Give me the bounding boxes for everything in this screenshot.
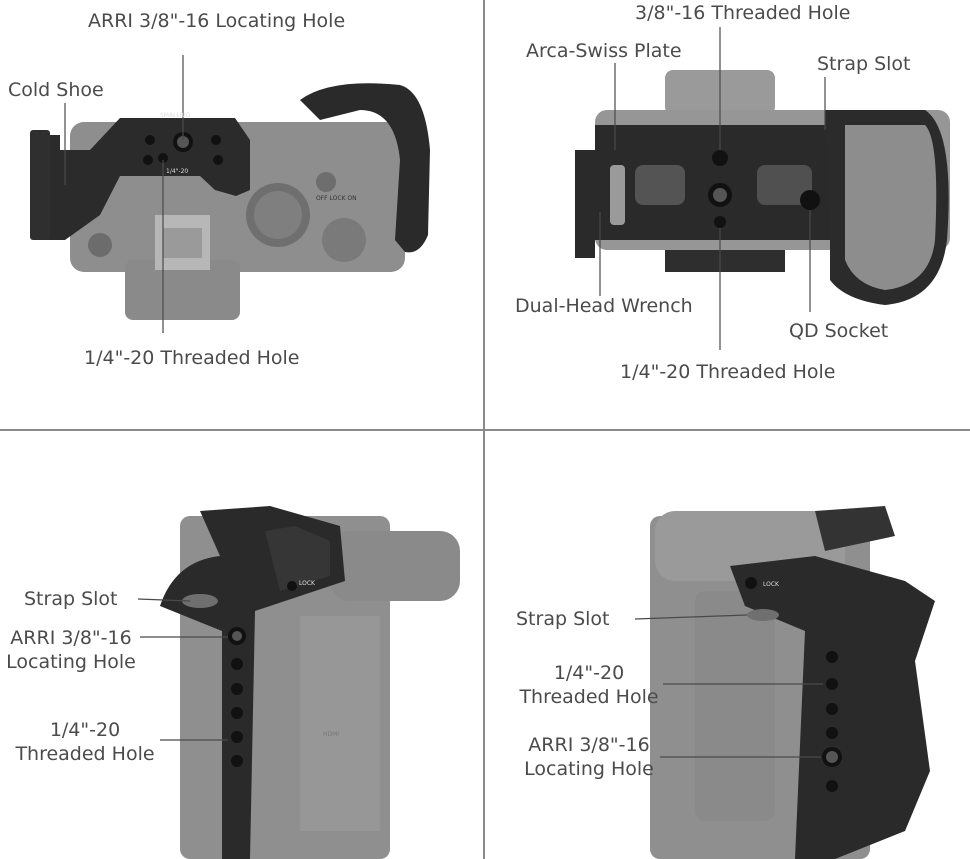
brand-engraving: SMALLRIG: [160, 112, 191, 119]
horizontal-divider: [0, 429, 970, 431]
strap-slot: [747, 609, 779, 621]
cold-shoe-side: [30, 130, 50, 240]
top-right-panel: 3/8"-16 Threaded Hole Arca-Swiss Plate S…: [485, 0, 970, 429]
lock-engraving: LOCK: [299, 580, 315, 587]
bottom-view-illustration: [575, 27, 950, 350]
top-left-panel: ARRI 3/8"-16 Locating Hole Cold Shoe 1/4…: [0, 0, 483, 429]
arri-locating-hole-label: ARRI 3/8"-16 Locating Hole: [6, 626, 136, 674]
strap-slot-label: Strap Slot: [24, 588, 118, 610]
lock-switch-engraving: OFF LOCK ON: [316, 195, 357, 202]
arri-locating-hole-label: ARRI 3/8"-16 Locating Hole: [88, 10, 346, 32]
top-view-illustration: [30, 55, 430, 333]
hdmi-engraving: HDMI: [323, 731, 340, 738]
arri-line2: Locating Hole: [524, 758, 654, 780]
threaded-hole-14-label: 1/4"-20 Threaded Hole: [620, 361, 836, 383]
threaded-hole-label: 1/4"-20 Threaded Hole: [519, 661, 659, 709]
arri-locating-hole-label: ARRI 3/8"-16 Locating Hole: [519, 733, 659, 781]
threaded-hole-label: 1/4"-20 Threaded Hole: [14, 718, 156, 766]
threaded-line1: 1/4"-20: [49, 719, 121, 741]
thread-engraving: 1/4"-20: [166, 168, 189, 175]
qd-socket-label: QD Socket: [789, 320, 889, 342]
left-side-illustration: [137, 506, 460, 859]
dual-head-wrench: [610, 165, 625, 225]
strap-slot-label: Strap Slot: [516, 608, 610, 630]
threaded-line2: Threaded Hole: [519, 686, 659, 708]
threaded-hole-38: [712, 150, 728, 166]
dual-head-wrench-label: Dual-Head Wrench: [515, 295, 693, 317]
bottom-left-panel: Strap Slot ARRI 3/8"-16 Locating Hole 1/…: [0, 431, 483, 859]
threaded-hole-14: [714, 216, 726, 228]
cage-handle: [300, 83, 430, 253]
cold-shoe-label: Cold Shoe: [8, 79, 104, 101]
cage-top-plate: [36, 118, 250, 240]
threaded-hole: [158, 153, 168, 163]
cage-side-plate: [160, 506, 345, 859]
threaded-hole-38-label: 3/8"-16 Threaded Hole: [635, 2, 851, 24]
threaded-hole: [231, 731, 243, 743]
port-door: [300, 616, 380, 831]
threaded-line1: 1/4"-20: [553, 662, 625, 684]
strap-slot-label: Strap Slot: [817, 53, 911, 75]
arri-line2: Locating Hole: [6, 651, 136, 673]
bottom-right-panel: Strap Slot 1/4"-20 Threaded Hole ARRI 3/…: [485, 431, 970, 859]
viewfinder: [330, 531, 460, 601]
arri-line1: ARRI 3/8"-16: [10, 627, 132, 649]
threaded-hole-label: 1/4"-20 Threaded Hole: [84, 347, 300, 369]
threaded-hole: [826, 678, 838, 690]
camera-eyecup: [125, 260, 240, 320]
qd-socket: [800, 190, 820, 210]
lock-engraving: LOCK: [763, 581, 779, 588]
threaded-line2: Threaded Hole: [15, 743, 155, 765]
arca-swiss-plate-label: Arca-Swiss Plate: [526, 40, 682, 62]
strap-slot: [182, 594, 218, 608]
right-side-illustration: [634, 506, 935, 859]
lock-dial: [322, 218, 366, 262]
arri-line1: ARRI 3/8"-16: [528, 734, 650, 756]
wrench-slot: [635, 165, 685, 205]
